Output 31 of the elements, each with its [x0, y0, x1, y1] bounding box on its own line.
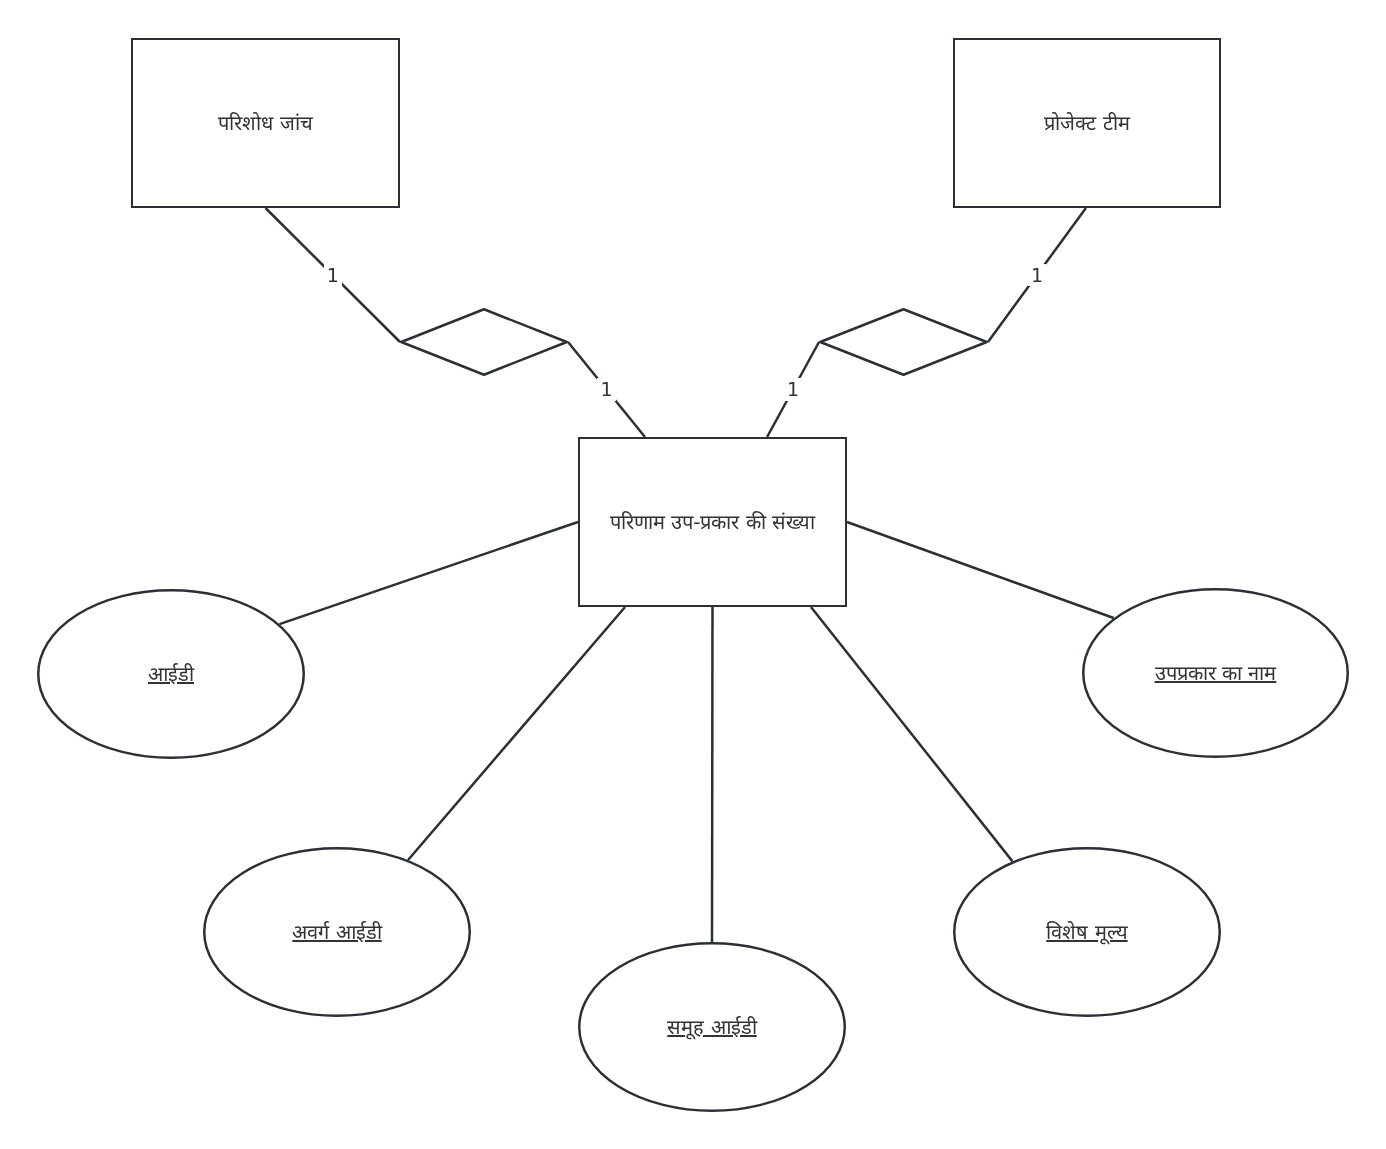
entity-box	[131, 38, 400, 208]
attribute-ellipse	[953, 847, 1221, 1017]
connector-line	[766, 341, 821, 438]
attribute-name: आईडी	[148, 661, 194, 687]
attribute-ellipse	[578, 942, 846, 1112]
relationship-diamond	[819, 308, 988, 376]
edge-label: 1	[784, 378, 803, 401]
entity-name: परिणाम उप-प्रकार की संख्या	[609, 509, 816, 535]
connector-line	[567, 341, 646, 438]
connector-line	[987, 207, 1087, 343]
entity-name: प्रोजेक्ट टीम	[1044, 110, 1130, 136]
attribute-name: उपप्रकार का नाम	[1154, 660, 1277, 686]
connector-line	[809, 606, 1014, 863]
entity-name: परिशोध जांच	[218, 110, 313, 136]
attribute-name: समूह आईडी	[667, 1014, 757, 1040]
attribute-name: अवर्ग आईडी	[292, 919, 382, 945]
attribute-ellipse	[37, 589, 305, 759]
edge-label: 1	[1027, 263, 1047, 287]
edge-label: 1	[597, 378, 616, 401]
entity-box	[578, 437, 847, 607]
attribute-name: विशेष मूल्य	[1046, 919, 1128, 945]
connector-line	[264, 207, 401, 343]
attribute-ellipse	[1082, 588, 1349, 758]
entity-box	[953, 38, 1221, 208]
edge-label: 1	[323, 263, 342, 287]
attribute-ellipse	[203, 847, 471, 1017]
connector-line	[710, 607, 714, 942]
connector-line	[407, 606, 627, 861]
connector-line	[279, 520, 579, 626]
connector-line	[846, 520, 1115, 620]
relationship-diamond	[400, 308, 568, 376]
